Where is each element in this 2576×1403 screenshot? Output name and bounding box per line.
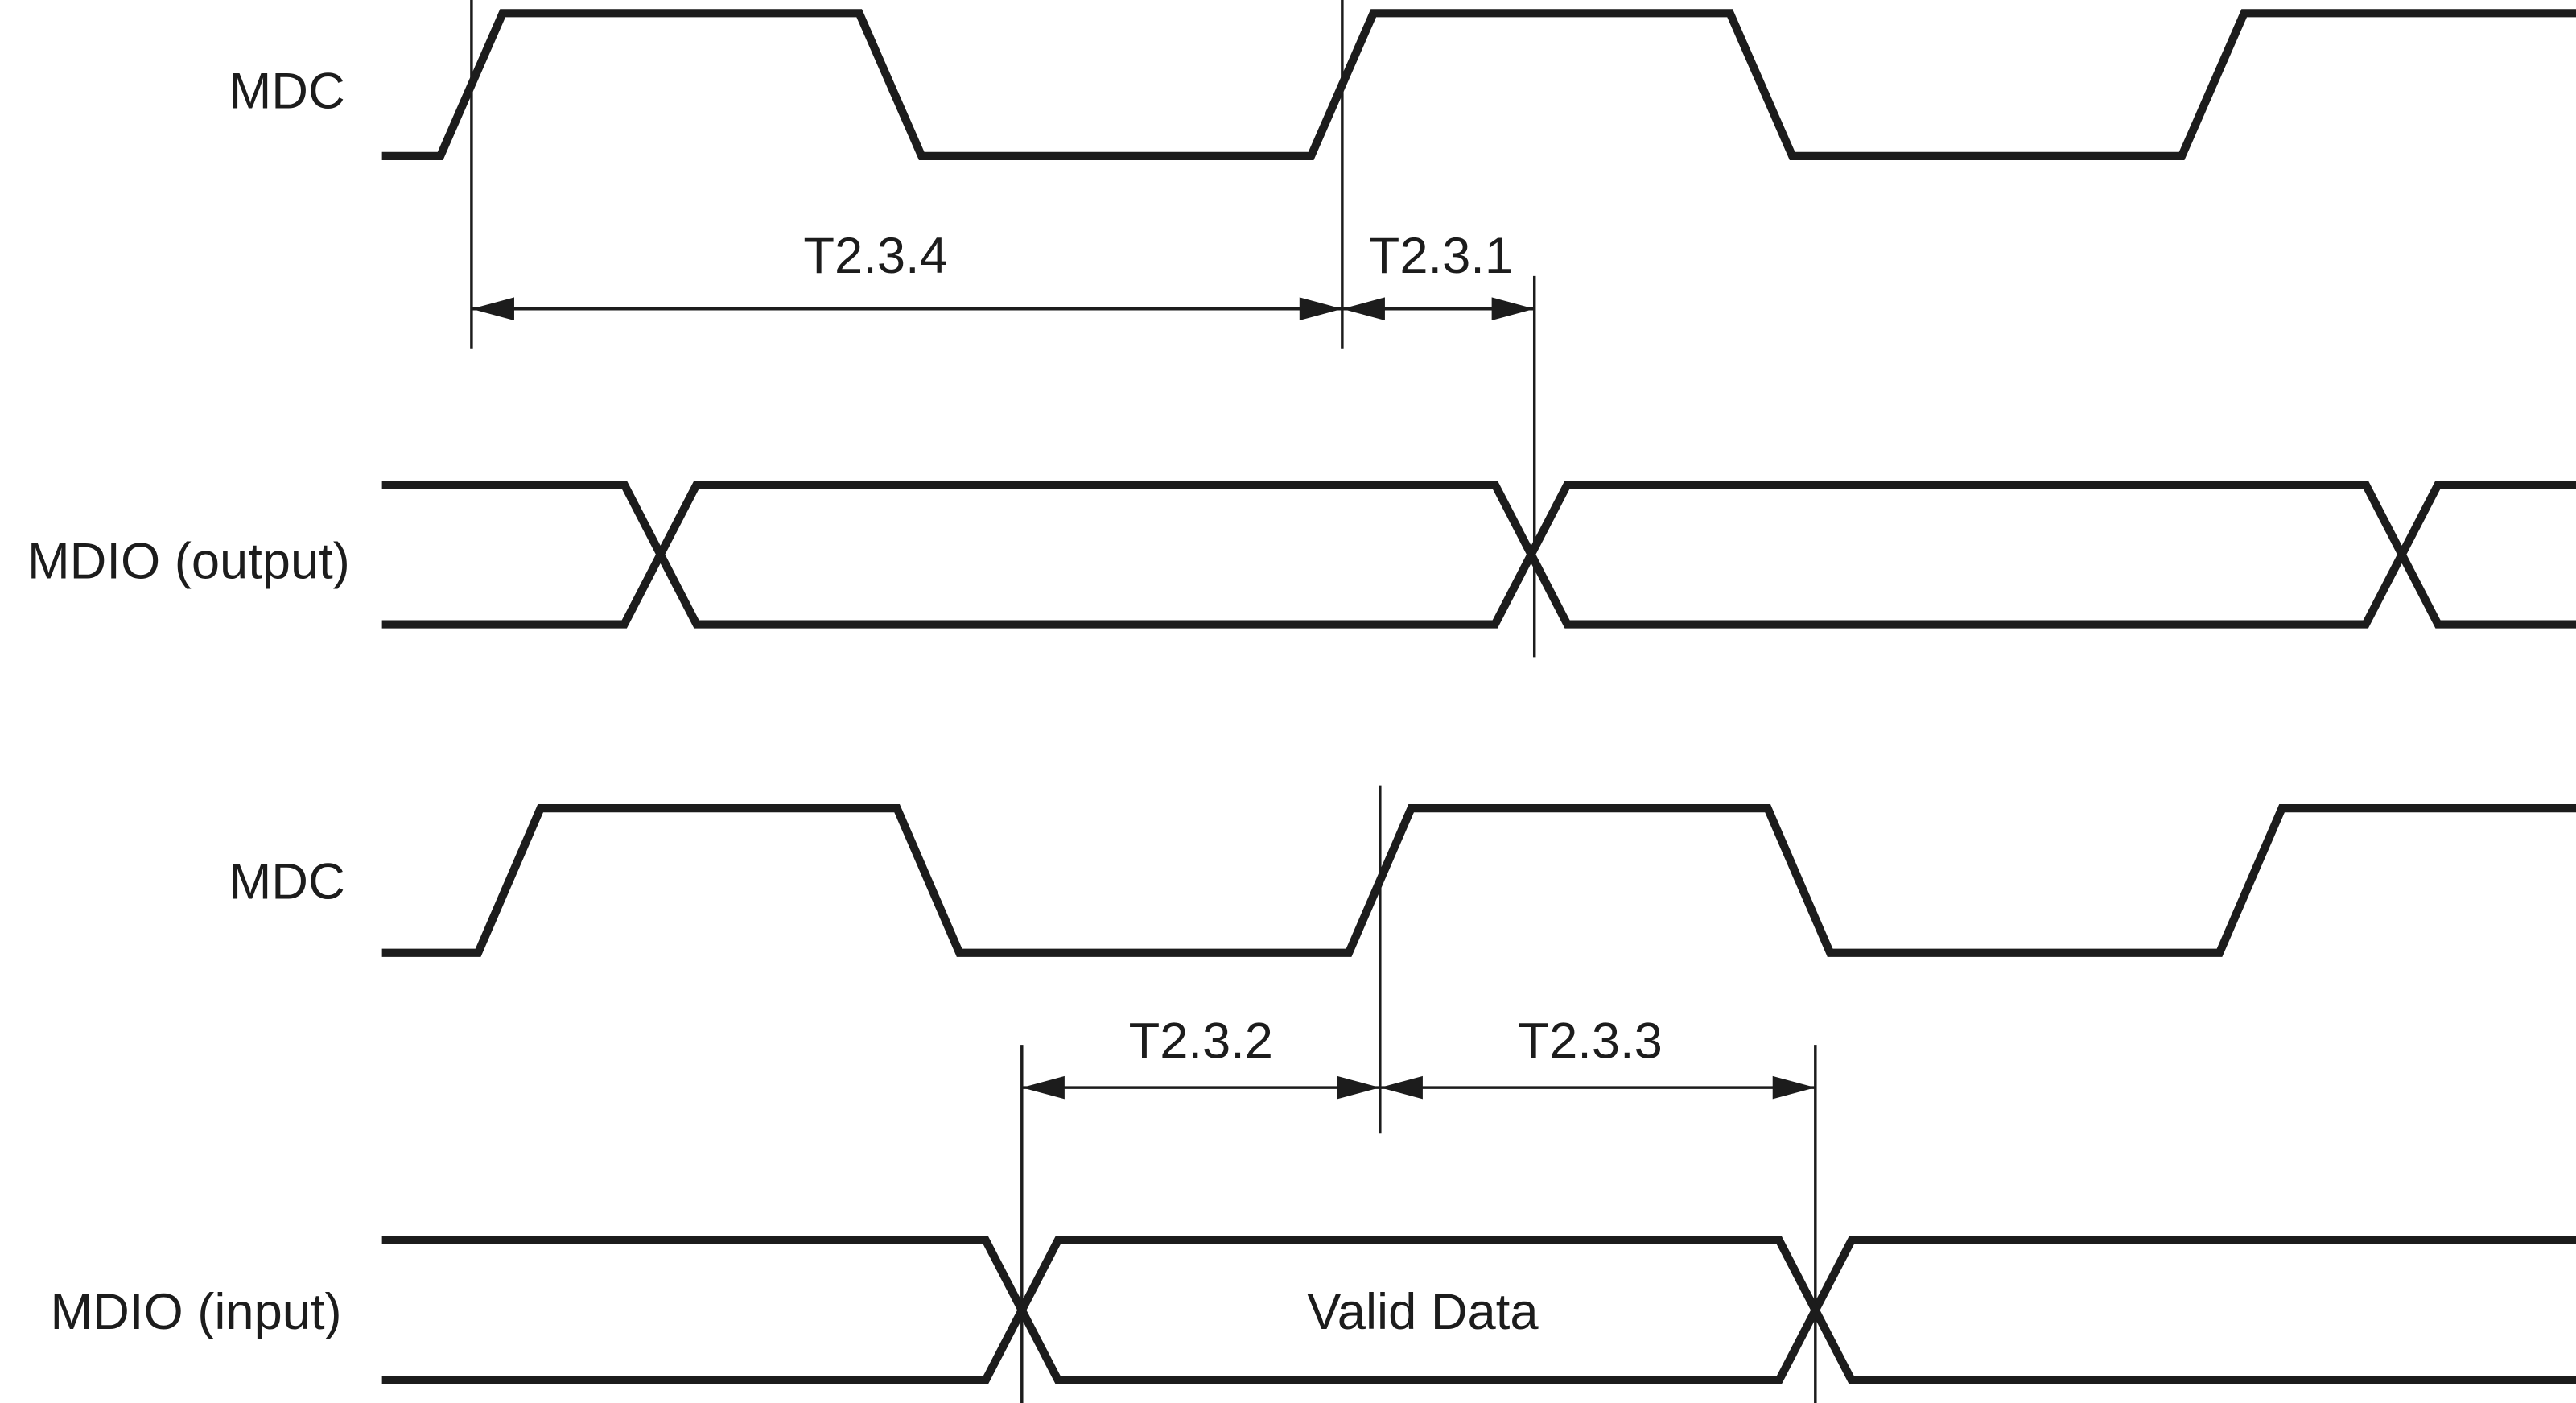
t231-arrowhead-left bbox=[1342, 297, 1385, 320]
t233-dimension-arrow bbox=[1379, 1075, 1816, 1100]
t231-dimension-arrow bbox=[1342, 297, 1535, 320]
mdc-clock-waveform-top bbox=[381, 9, 2576, 160]
t234-dimension-arrow bbox=[471, 297, 1342, 320]
mdio-input-label: MDIO (input) bbox=[50, 1284, 341, 1340]
mdc-label-top: MDC bbox=[229, 64, 345, 120]
t233-arrowhead-right bbox=[1772, 1075, 1816, 1100]
mdio-output-bus-upper-trace bbox=[381, 480, 2576, 629]
valid-data-label: Valid Data bbox=[1307, 1284, 1539, 1340]
t233-arrowhead-left bbox=[1379, 1075, 1423, 1100]
input-timing-section: MDC T2.3.2 T2.3.3 bbox=[50, 785, 2576, 1403]
mdc-label-bottom: MDC bbox=[229, 853, 345, 910]
t232-arrowhead-left bbox=[1021, 1075, 1065, 1100]
t234-arrowhead-left bbox=[471, 297, 514, 320]
mdc-clock-waveform-bottom bbox=[381, 804, 2576, 957]
t233-label: T2.3.3 bbox=[1518, 1013, 1662, 1069]
t232-dimension-arrow bbox=[1021, 1075, 1380, 1100]
output-timing-section: MDC T2.3.4 T2.3.1 bbox=[27, 0, 2576, 658]
t232-label: T2.3.2 bbox=[1129, 1013, 1273, 1069]
t231-label: T2.3.1 bbox=[1369, 228, 1513, 284]
t231-arrowhead-right bbox=[1491, 297, 1535, 320]
mdio-input-bus-lower-trace bbox=[381, 1236, 2576, 1384]
mdio-output-bus-lower-trace bbox=[381, 480, 2576, 629]
t234-label: T2.3.4 bbox=[803, 228, 947, 284]
mdio-output-label: MDIO (output) bbox=[27, 533, 350, 589]
t232-arrowhead-right bbox=[1337, 1075, 1380, 1100]
mdio-input-bus-upper-trace bbox=[381, 1236, 2576, 1384]
t234-arrowhead-right bbox=[1299, 297, 1342, 320]
